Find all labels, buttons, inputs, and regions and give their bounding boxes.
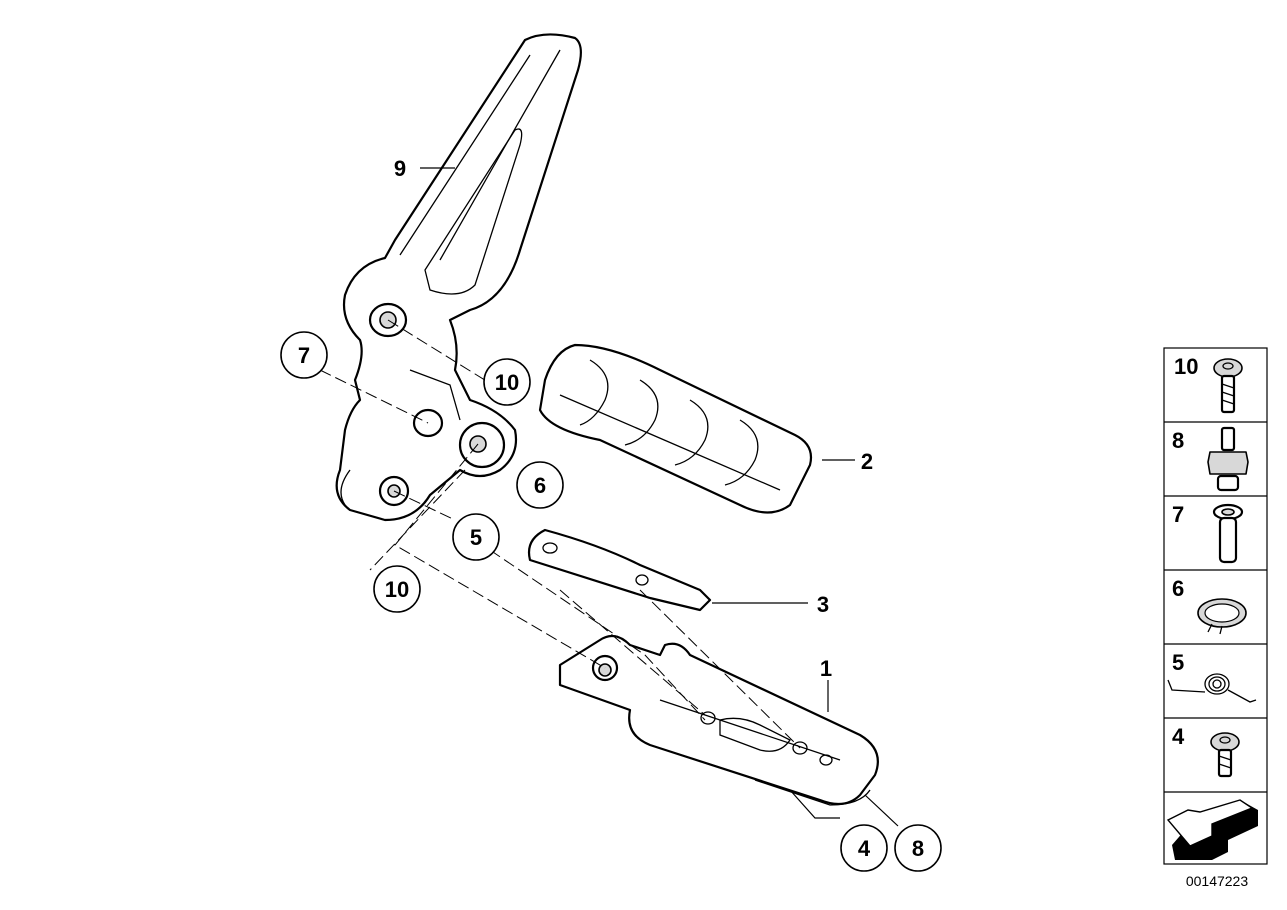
- callout-8: 8: [894, 824, 942, 872]
- callout-4: 4: [840, 824, 888, 872]
- callout-label: 9: [394, 156, 406, 181]
- parts-legend: 10 8 7 6: [1163, 347, 1268, 865]
- legend-label: 7: [1172, 502, 1184, 527]
- callout-10-bottom: 10: [373, 565, 421, 613]
- callout-label: 1: [820, 656, 832, 681]
- legend-item-6: 6: [1172, 576, 1247, 635]
- callout-label: 6: [534, 473, 546, 498]
- pin-icon: [1212, 503, 1244, 564]
- callout-2: 2: [861, 449, 873, 474]
- callout-3: 3: [817, 592, 829, 617]
- pivot-bolt-icon: [1207, 426, 1249, 492]
- direction-arrow-icon: [1166, 799, 1258, 860]
- callout-label: 4: [858, 836, 871, 861]
- callout-label: 2: [861, 449, 873, 474]
- callout-7: 7: [280, 331, 328, 379]
- callout-1: 1: [820, 656, 832, 681]
- callout-label: 5: [470, 525, 482, 550]
- legend-label: 10: [1174, 354, 1198, 379]
- document-id: 00147223: [1186, 873, 1249, 889]
- callout-label: 8: [912, 836, 924, 861]
- screw-icon: [1210, 732, 1240, 778]
- legend-label: 8: [1172, 428, 1184, 453]
- legend-label: 4: [1172, 724, 1185, 749]
- legend-item-4: 4: [1172, 724, 1240, 778]
- footrest-bracket: [335, 33, 582, 522]
- legend-item-10: 10: [1174, 354, 1243, 414]
- callout-label: 10: [385, 577, 409, 602]
- footrest-body: [558, 634, 879, 806]
- torx-bolt-icon: [1213, 358, 1243, 414]
- leader-lines: [319, 167, 899, 827]
- legend-label: 5: [1172, 650, 1184, 675]
- circlip-icon: [1197, 598, 1247, 635]
- legend-item-5: 5: [1167, 650, 1257, 703]
- legend-item-7: 7: [1172, 502, 1244, 564]
- callout-label: 3: [817, 592, 829, 617]
- callout-5: 5: [452, 513, 500, 561]
- callout-9: 9: [394, 156, 406, 181]
- callout-label: 10: [495, 370, 519, 395]
- torsion-spring-icon: [1167, 673, 1257, 703]
- callout-10-top: 10: [483, 358, 531, 406]
- footrest-plate: [527, 528, 712, 612]
- legend-label: 6: [1172, 576, 1184, 601]
- legend-item-8: 8: [1172, 426, 1249, 492]
- callout-6: 6: [516, 461, 564, 509]
- callout-label: 7: [298, 343, 310, 368]
- footrest-rubber: [538, 343, 813, 514]
